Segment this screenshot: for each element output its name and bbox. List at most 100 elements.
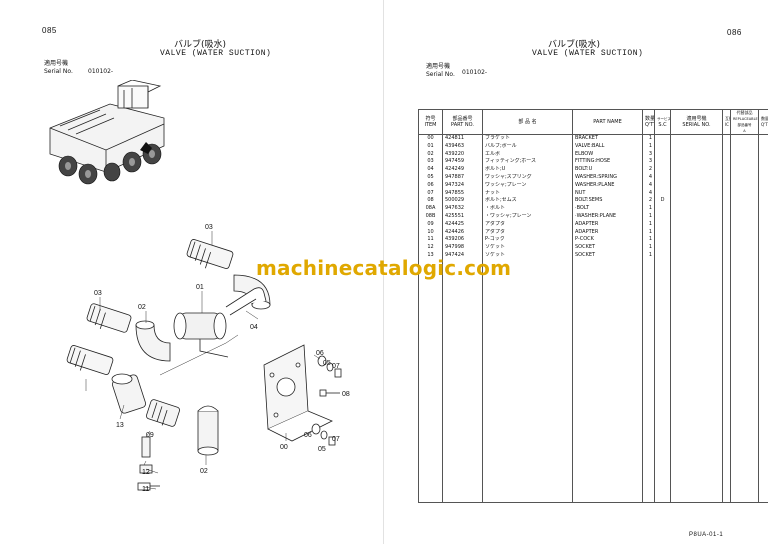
nut-07-upper (334, 368, 342, 378)
callout-13: 13 (116, 422, 124, 429)
cell-sc: D (654, 197, 671, 206)
cell-empty (730, 236, 759, 245)
cell-name-en: BOLT:U (572, 166, 643, 174)
cell-empty (730, 142, 759, 151)
cell-empty (722, 205, 731, 213)
cell-empty (730, 189, 759, 198)
cell-qty: 1 (642, 244, 655, 252)
cell-empty (670, 166, 723, 174)
socket-13 (111, 373, 146, 414)
cell-name-en: ELBOW (572, 150, 643, 159)
right-serial-label-jp: 適用号機 (426, 63, 451, 70)
cell-sc (654, 244, 671, 252)
cell-empty (730, 220, 759, 229)
cell-empty (670, 251, 723, 260)
callout-07-lower: 07 (332, 436, 340, 443)
cell-item: 00 (418, 134, 443, 143)
cell-name-jp: P-コック (482, 236, 573, 245)
cell-empty (758, 197, 768, 206)
cell-empty (730, 150, 759, 159)
header-qty: 数量Q'TY (642, 109, 655, 135)
cell-empty (730, 251, 759, 260)
cell-empty (758, 173, 768, 182)
cell-name-en: ADAPTER (572, 220, 643, 229)
elbow-02-left (135, 320, 171, 362)
cell-empty (670, 244, 723, 252)
cell-item: 08B (418, 212, 443, 221)
cell-qty: 2 (642, 166, 655, 174)
cell-empty (730, 259, 759, 503)
cell-empty (670, 205, 723, 213)
cell-empty (654, 259, 671, 503)
cell-part-no: 947324 (442, 181, 483, 190)
cell-empty (670, 259, 723, 503)
cell-item: 05 (418, 173, 443, 182)
cell-name-en: SOCKET (572, 244, 643, 252)
cell-name-jp: ワッシャ;プレーン (482, 181, 573, 190)
cell-sc (654, 228, 671, 237)
callout-06-upper: 06 (316, 350, 324, 357)
cell-qty: 1 (642, 251, 655, 260)
cell-empty (730, 134, 759, 143)
cell-empty (670, 173, 723, 182)
header-part-name-jp: 部 品 名 (482, 109, 573, 135)
cell-sc (654, 189, 671, 198)
cell-empty (722, 220, 731, 229)
cell-empty (730, 166, 759, 174)
cell-name-en: ·BOLT (572, 205, 643, 213)
right-serial-label-en: Serial No. (426, 71, 455, 78)
cell-name-en: NUT (572, 189, 643, 198)
left-page-number: 085 (42, 26, 57, 35)
left-serial-label-en: Serial No. (44, 68, 73, 75)
ball-valve-01 (173, 312, 229, 358)
footer-code: P8UA-01-1 (689, 532, 724, 538)
cell-qty: 1 (642, 220, 655, 229)
cell-item: 11 (418, 236, 443, 245)
callout-11: 11 (142, 486, 149, 493)
cell-empty (758, 142, 768, 151)
cell-qty: 4 (642, 181, 655, 190)
cell-item: 12 (418, 244, 443, 252)
right-serial-label: 適用号機 Serial No. (426, 63, 455, 79)
cell-qty: 3 (642, 158, 655, 167)
cell-empty (730, 158, 759, 167)
left-title-en: VALVE (WATER SUCTION) (160, 49, 272, 58)
cell-part-no: 424425 (442, 220, 483, 229)
right-page-number: 086 (727, 28, 742, 37)
cell-sc (654, 158, 671, 167)
elbow-02-bottom (197, 405, 219, 456)
cell-empty (730, 181, 759, 190)
cell-item: 06 (418, 181, 443, 190)
cell-sc (654, 236, 671, 245)
callout-12: 12 (142, 469, 150, 476)
washer-05-lower (320, 430, 328, 440)
cell-empty (758, 228, 768, 237)
cell-qty: 1 (642, 212, 655, 221)
cell-empty (758, 181, 768, 190)
u-bolt-04 (225, 287, 267, 316)
cell-item: 01 (418, 142, 443, 151)
cell-item: 07 (418, 189, 443, 198)
cell-empty (722, 134, 731, 143)
cell-name-jp: ボルト;セムス (482, 197, 573, 206)
cell-name-en: P-COCK (572, 236, 643, 245)
cell-empty (418, 259, 443, 503)
header-ic: 互換性IC (722, 109, 731, 135)
cell-part-no: 947887 (442, 173, 483, 182)
callout-03-top: 03 (205, 224, 213, 231)
cell-empty (670, 236, 723, 245)
washer-05-upper (326, 362, 334, 372)
cell-name-en: SOCKET (572, 251, 643, 260)
cell-empty (722, 251, 731, 260)
callout-08: 08 (342, 391, 350, 398)
cell-empty (670, 142, 723, 151)
cell-name-en: FITTING:HOSE (572, 158, 643, 167)
cell-part-no: 424249 (442, 166, 483, 174)
